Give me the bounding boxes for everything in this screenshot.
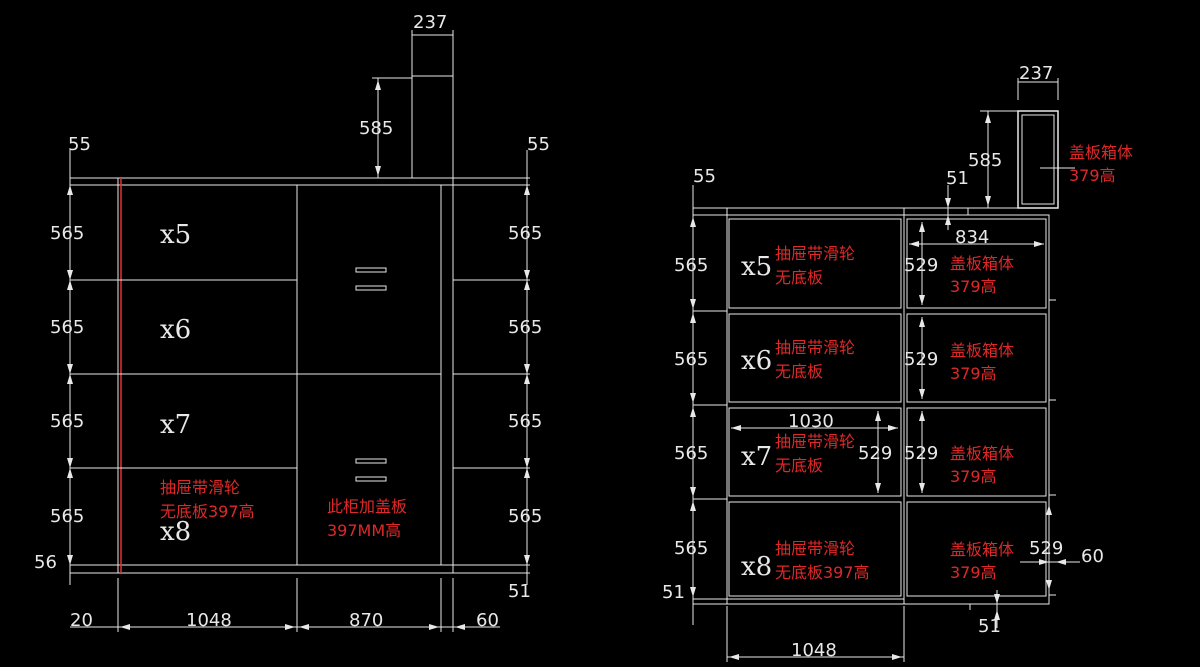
right-bottom-width: 1048 (791, 640, 837, 661)
left-mult-x8: x8 (160, 517, 191, 547)
right-box-width: 237 (1019, 63, 1053, 84)
left-top-dim-l: 55 (68, 134, 91, 155)
left-mult-x5: x5 (160, 220, 191, 250)
right-box-note-r1a: 盖板箱体 (950, 254, 1014, 273)
right-drawer-note-1a: 抽屉带滑轮 (775, 244, 855, 263)
left-mult-x7: x7 (160, 410, 191, 440)
right-drawer-note-4b: 无底板397高 (775, 563, 870, 582)
left-row-dim-r-3: 565 (508, 411, 542, 432)
left-note-drawer-1: 抽屉带滑轮 (160, 478, 240, 497)
left-row-dim-r-4: 565 (508, 506, 542, 527)
left-width-dim-a: 20 (70, 610, 93, 631)
left-note-cover-1: 此柜加盖板 (327, 497, 407, 516)
right-base-dim-b: 51 (978, 616, 1001, 637)
right-box-note-r3b: 379高 (950, 467, 997, 486)
right-row-dim-1: 565 (674, 255, 708, 276)
right-box-note-2: 379高 (1069, 166, 1116, 185)
right-row-dim-4: 565 (674, 538, 708, 559)
left-cabinet-outline (117, 177, 454, 574)
right-drawer-note-2a: 抽屉带滑轮 (775, 338, 855, 357)
right-box-note-1: 盖板箱体 (1069, 143, 1133, 162)
right-mult-x8: x8 (741, 552, 772, 582)
right-mult-x7: x7 (741, 442, 772, 472)
right-box-note-r2b: 379高 (950, 364, 997, 383)
left-base-dim-l: 56 (34, 552, 57, 573)
left-width-dim-d: 60 (476, 610, 499, 631)
right-inner-h-2: 529 (904, 349, 938, 370)
right-gap-dim: 60 (1081, 546, 1104, 567)
right-row-dim-2: 565 (674, 349, 708, 370)
right-mult-x6: x6 (741, 346, 772, 376)
right-drawer-note-1b: 无底板 (775, 268, 823, 287)
right-inner-h-1: 529 (904, 255, 938, 276)
right-box-note-r4b: 379高 (950, 563, 997, 582)
right-inner-h-3: 529 (904, 443, 938, 464)
left-note-cover-2: 397MM高 (327, 521, 401, 540)
right-drawer-note-3b: 无底板 (775, 456, 823, 475)
right-box-cabinet (903, 214, 1050, 605)
right-drawer-note-2b: 无底板 (775, 362, 823, 381)
left-width-dim-b: 1048 (186, 610, 232, 631)
right-inner-width: 1030 (788, 411, 834, 432)
left-row-dim-l-1: 565 (50, 223, 84, 244)
right-box-height: 585 (968, 150, 1002, 171)
left-row-dim-l-3: 565 (50, 411, 84, 432)
left-chimney (411, 75, 454, 179)
left-row-dim-l-2: 565 (50, 317, 84, 338)
right-mid-h: 529 (858, 443, 892, 464)
right-box-note-r1b: 379高 (950, 277, 997, 296)
left-chimney-width: 237 (413, 12, 447, 33)
right-cover-box (1017, 110, 1059, 209)
left-base-dim-r: 51 (508, 581, 531, 602)
right-box-note-r3a: 盖板箱体 (950, 444, 1014, 463)
left-note-drawer-2: 无底板397高 (160, 502, 255, 521)
door-handle-upper (355, 267, 387, 273)
right-bot-h: 529 (1029, 538, 1063, 559)
left-elevation: 237 585 55 55 565 565 565 565 565 565 56… (34, 12, 550, 632)
right-row-dim-3: 565 (674, 443, 708, 464)
left-row-dim-r-2: 565 (508, 317, 542, 338)
right-base-dim-l: 51 (662, 582, 685, 603)
right-top-dim: 55 (693, 166, 716, 187)
left-chimney-height: 585 (359, 118, 393, 139)
left-mult-x6: x6 (160, 315, 191, 345)
left-row-dim-l-4: 565 (50, 506, 84, 527)
right-box-note-r2a: 盖板箱体 (950, 341, 1014, 360)
right-step-dim: 51 (946, 168, 969, 189)
left-row-dim-r-1: 565 (508, 223, 542, 244)
left-width-dim-c: 870 (349, 610, 383, 631)
right-drawer-note-4a: 抽屉带滑轮 (775, 539, 855, 558)
right-upper-width: 834 (955, 227, 989, 248)
right-section: 237 585 盖板箱体 379高 55 51 834 565 565 565 … (662, 63, 1133, 662)
right-mult-x5: x5 (741, 252, 772, 282)
door-handle-lower (355, 458, 387, 464)
left-top-dim-r: 55 (527, 134, 550, 155)
right-box-note-r4a: 盖板箱体 (950, 540, 1014, 559)
right-drawer-note-3a: 抽屉带滑轮 (775, 432, 855, 451)
